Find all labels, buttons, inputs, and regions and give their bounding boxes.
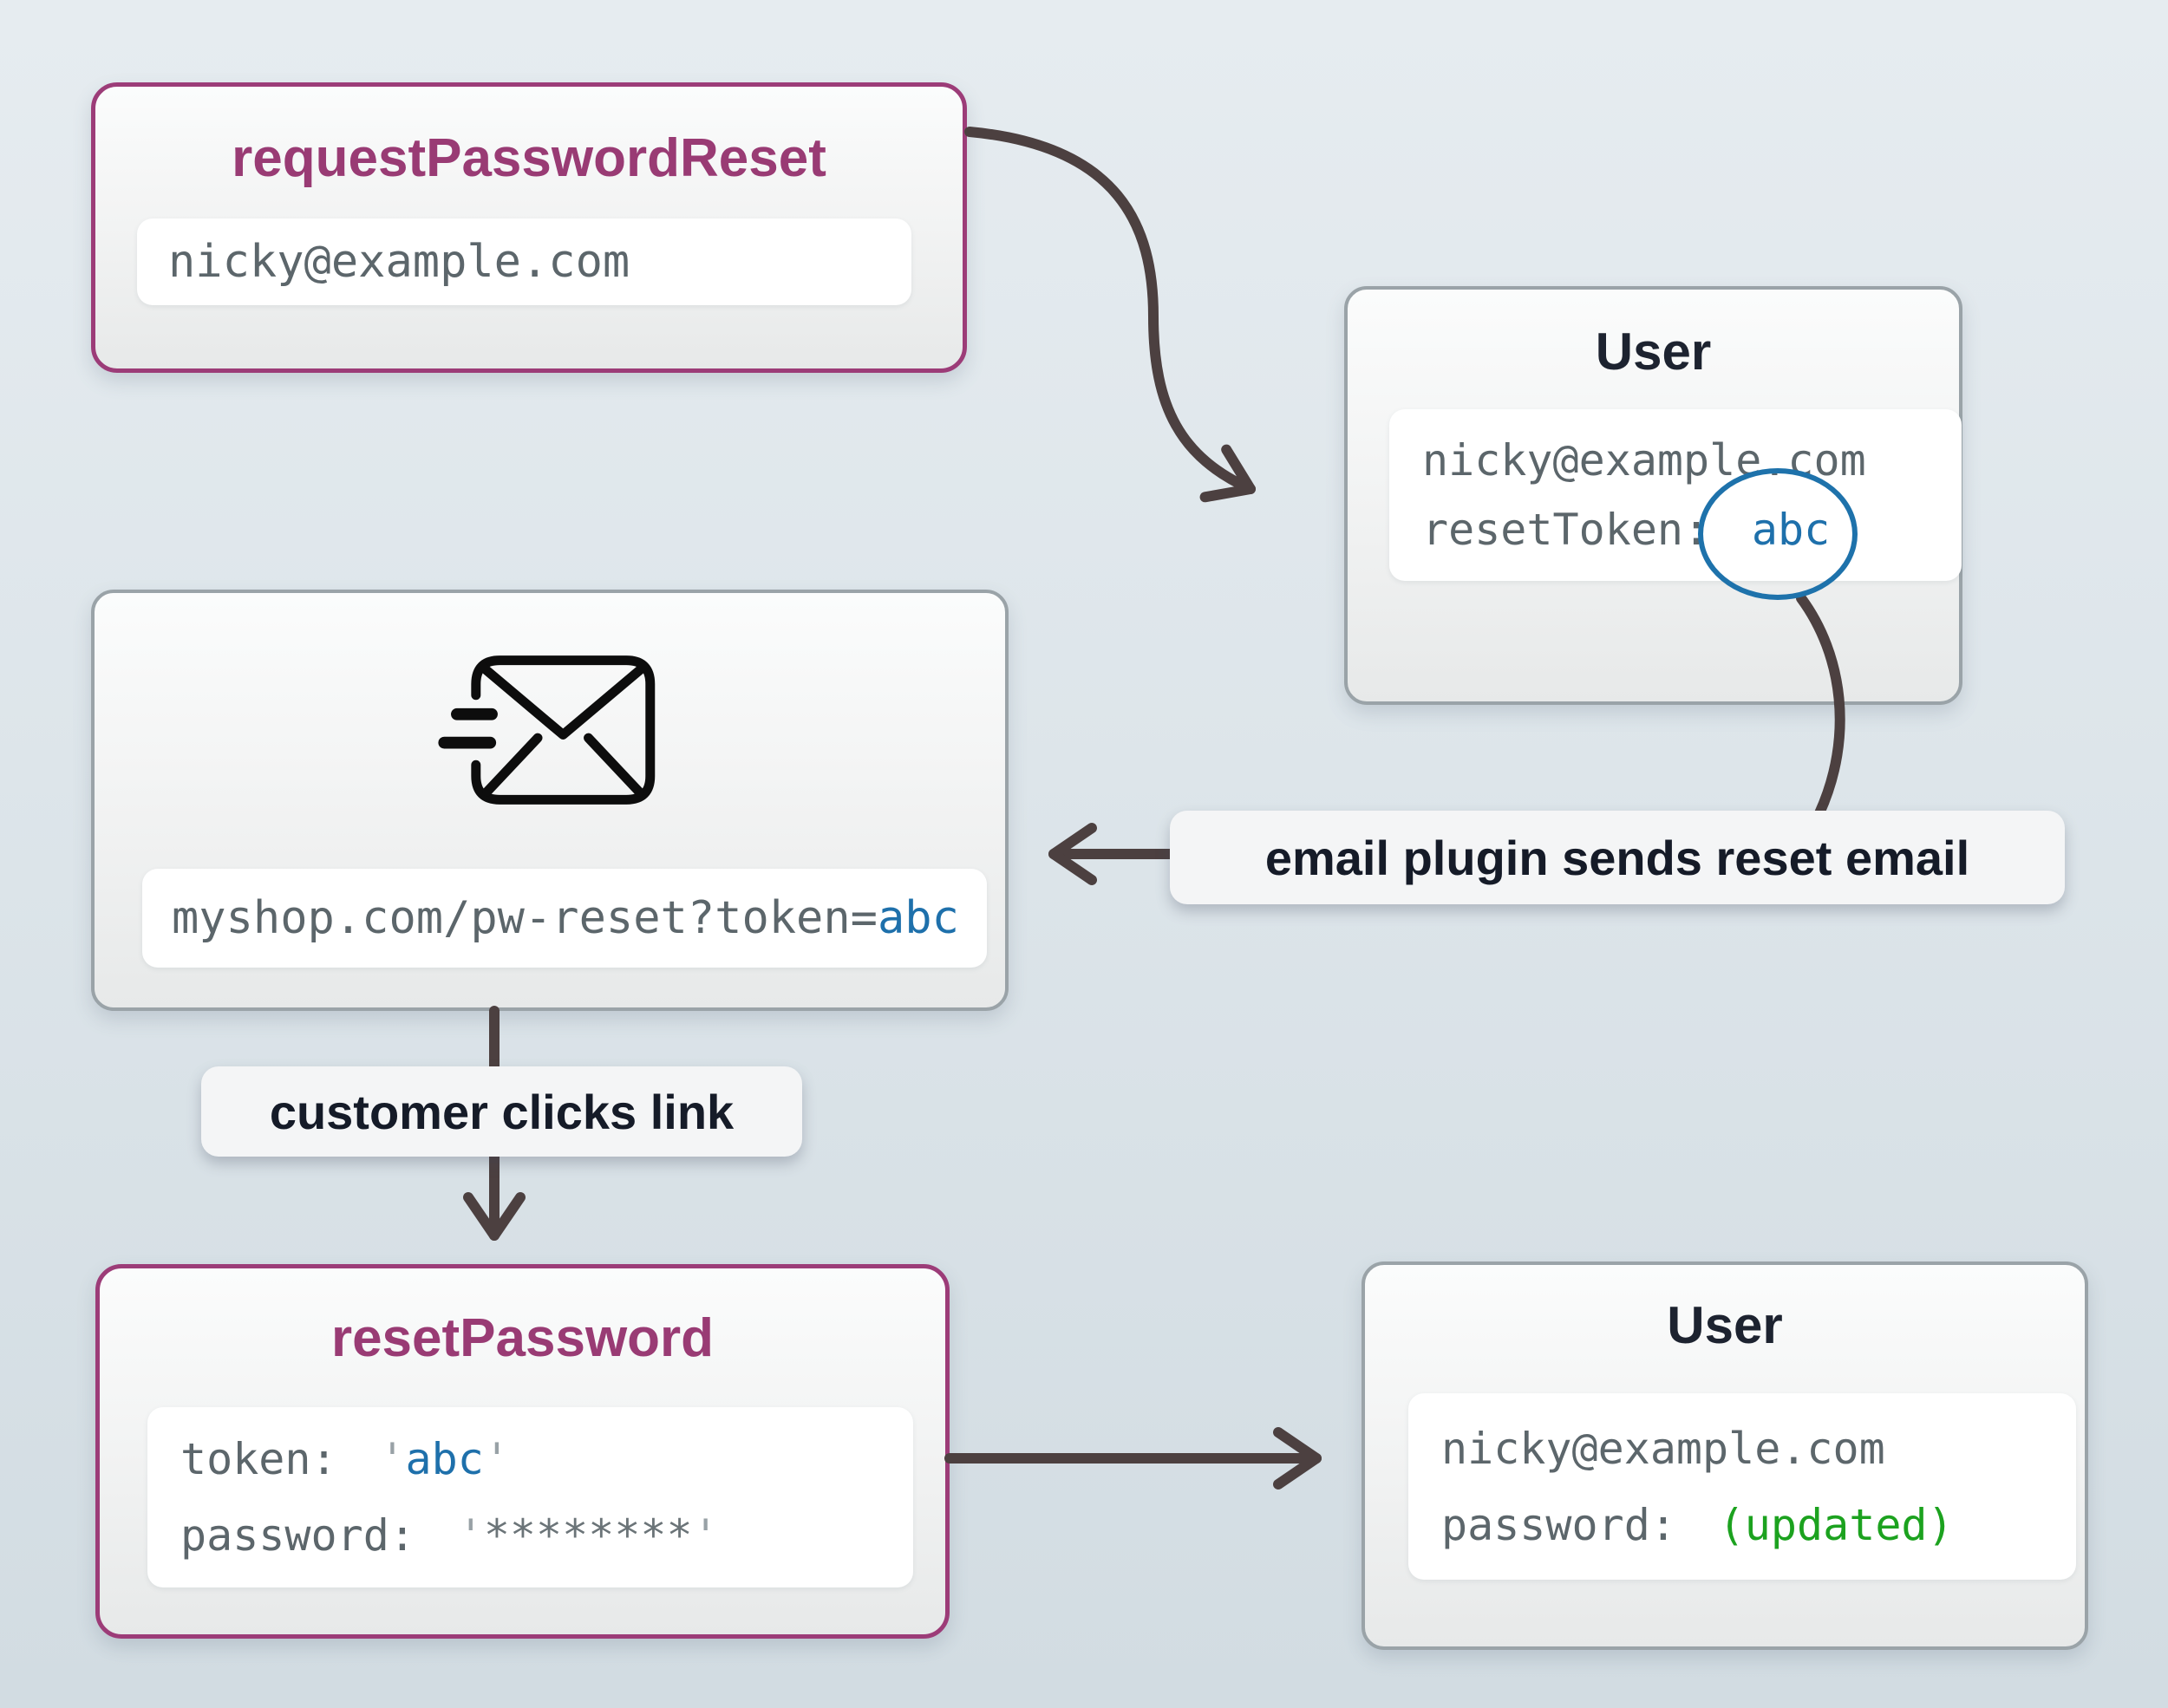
node-request-password-reset: requestPasswordReset nicky@example.com [91, 82, 967, 373]
email-value: nicky@example.com [168, 236, 630, 288]
user-record-pill: nicky@example.com resetToken: abc [1389, 409, 1962, 581]
reset-url-pill: myshop.com/pw-reset?token=abc [142, 869, 987, 968]
mail-send-icon [438, 655, 656, 805]
token-close-quote: ' [483, 1434, 510, 1484]
email-input-pill: nicky@example.com [137, 218, 911, 305]
token-label: token: [180, 1434, 337, 1484]
reset-token-label: resetToken: [1422, 505, 1710, 555]
password-label-bottom: password: [1441, 1499, 1676, 1550]
password-open-quote: ' [457, 1510, 484, 1561]
node-user-bottom: User nicky@example.com password: (update… [1362, 1261, 2088, 1650]
password-label: password: [180, 1510, 415, 1561]
node-user-top: User nicky@example.com resetToken: abc [1344, 286, 1962, 705]
arrow-request-to-user [964, 127, 1256, 503]
token-value: abc [405, 1434, 484, 1484]
label-email-plugin: email plugin sends reset email [1170, 811, 2065, 904]
node-reset-email: myshop.com/pw-reset?token=abc [91, 590, 1009, 1011]
user-email-bottom: nicky@example.com [1441, 1423, 1885, 1474]
password-close-quote: ' [692, 1510, 719, 1561]
label-customer-clicks: customer clicks link [201, 1066, 802, 1157]
node-reset-password: resetPassword token: 'abc' password: '**… [95, 1264, 950, 1639]
reset-url-prefix: myshop.com/pw-reset?token= [172, 892, 878, 944]
token-highlight-circle [1698, 468, 1858, 600]
password-masked-value: ******** [483, 1510, 693, 1561]
password-updated-value: (updated) [1718, 1499, 1954, 1550]
node-title-user-top: User [1595, 323, 1712, 381]
user-updated-pill: nicky@example.com password: (updated) [1408, 1393, 2076, 1580]
reset-url-token: abc [877, 892, 959, 944]
node-title-reset-password: resetPassword [330, 1308, 715, 1368]
token-open-quote: ' [379, 1434, 406, 1484]
node-title-user-bottom: User [1667, 1296, 1783, 1354]
node-title-request-password-reset: requestPasswordReset [232, 128, 826, 188]
reset-password-args-pill: token: 'abc' password: '********' [147, 1407, 913, 1587]
